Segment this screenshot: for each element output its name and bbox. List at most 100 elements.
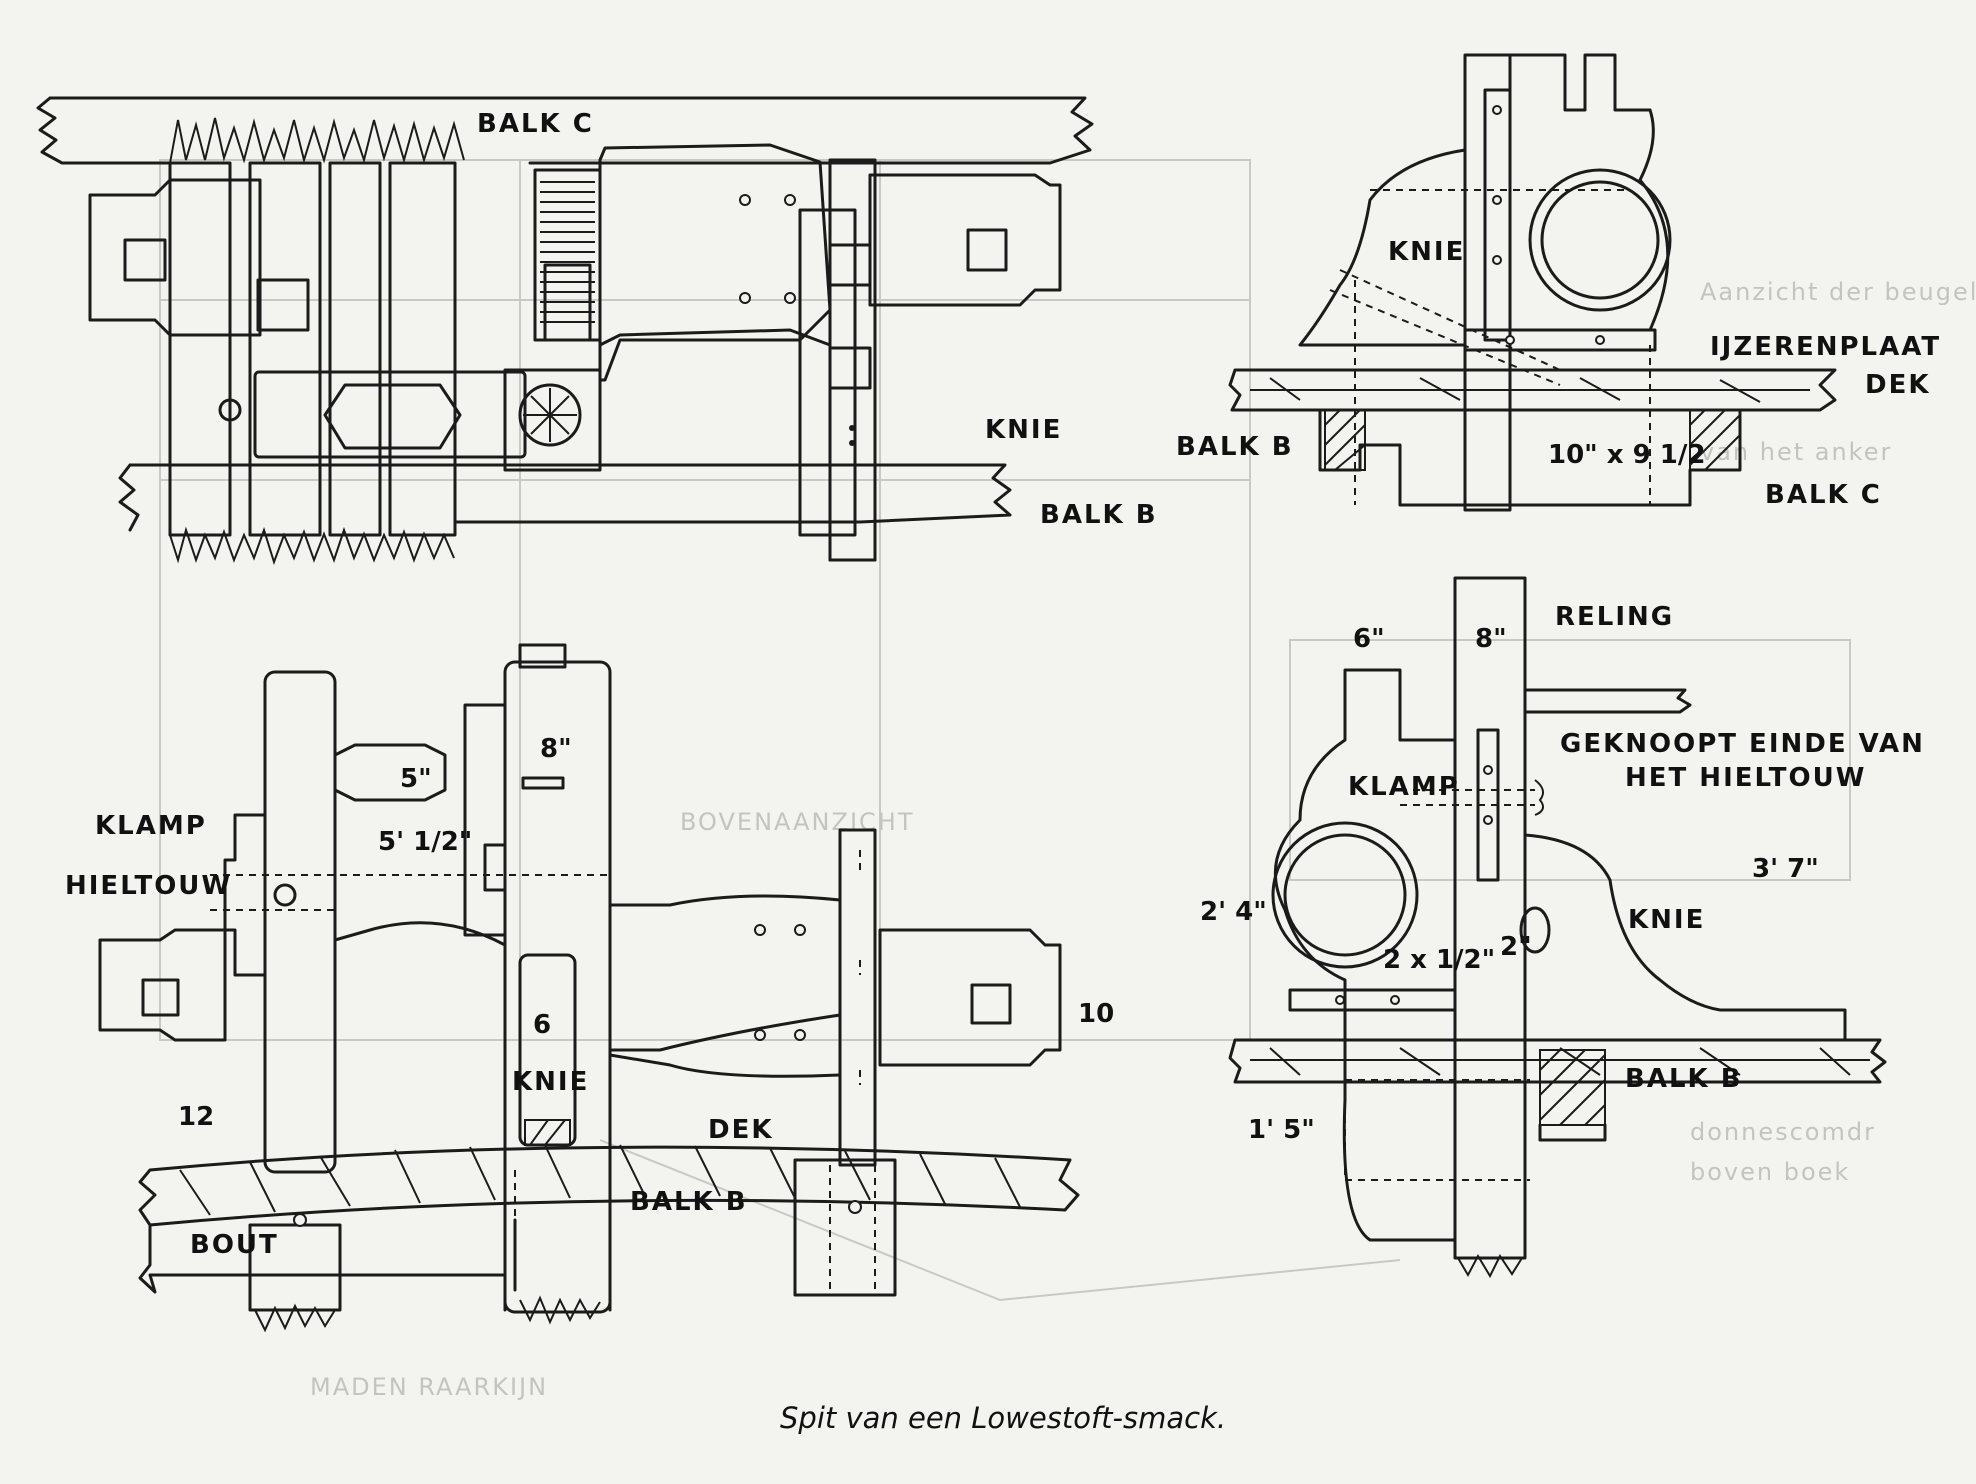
iron-plate [1288,988,1457,1012]
wheel-housing [503,368,602,472]
label-knie: KNIE [1628,905,1705,935]
svg-text:MADEN RAARKIJN: MADEN RAARKIJN [310,1373,548,1401]
hatch-knie-foot [529,1119,566,1146]
square-hole-5 [828,346,872,390]
center-post [503,660,612,1314]
iron-plate [1463,328,1657,352]
lower-sweep [608,1053,842,1078]
ring-outer [1528,168,1672,312]
label-balk-c: BALK C [477,109,594,139]
right-arm [608,894,842,1052]
knie-post [828,158,877,562]
balk-b-lower-edge [1538,1123,1607,1142]
label-balk-b: BALK B [1625,1064,1743,1094]
label-balk-c: BALK C [1765,480,1882,510]
tapered-arm [598,143,832,382]
label-reling: RELING [1555,602,1674,632]
lower-right-block [793,1158,897,1297]
label-balk-b: BALK B [1040,500,1158,530]
knie-profile [1523,833,1847,1042]
label-dek: DEK [1865,370,1931,400]
ring-outer [1271,821,1419,969]
right-barrel [878,928,1062,1067]
label-ijzerenplaat: IJZERENPLAAT [1710,332,1941,362]
ragged-bottom-edge [169,526,455,566]
left-post-profile [1273,668,1457,1242]
dim-8in: 8" [1475,624,1507,654]
dim-2x-half: 2 x 1/2" [1383,945,1495,975]
left-barrel [98,928,227,1042]
balk-b-section [1539,1049,1606,1126]
show-through-background: BOVENAANZICHT MADEN RAARKIJN Aanzicht de… [159,159,1976,1401]
ragged-bottom-2 [519,1295,601,1325]
square-hole-4 [828,243,872,287]
dim-2-4: 2' 4" [1200,897,1267,927]
post-cheek [463,703,507,937]
dim-6: 6 [533,1010,551,1040]
hex-bar-5 [333,743,447,802]
square-hole-right [970,983,1012,1025]
label-balk-b: BALK B [630,1187,748,1217]
curved-deck [138,1145,1080,1227]
svg-text:Aanzicht der beugel: Aanzicht der beugel [1700,278,1976,306]
deck-hatching [179,1144,1021,1216]
label-hieltouw: HIELTOUW [65,871,232,901]
label-bout: BOUT [190,1230,279,1260]
post-notch [1508,53,1652,112]
dim-1-5: 1' 5" [1248,1115,1315,1145]
timber-4 [388,161,457,537]
knie-bolt [1519,906,1551,954]
knie-face [798,208,857,537]
deck-grain [1250,377,1810,403]
ring-inner [1283,833,1407,957]
hatched-block-right [1689,409,1741,471]
dim-8in: 8" [540,734,572,764]
timber-1 [168,161,232,537]
bolt-head [218,398,242,422]
dark-bar [521,776,565,790]
hieltouw-knot [273,883,297,907]
hatch-left [1324,409,1366,471]
top-left-plan-view: BALK C KNIE BALK B [36,96,1158,566]
dim-5-half: 5' 1/2" [378,827,472,857]
timber-2 [248,161,322,537]
svg-text:van het anker: van het anker [1700,438,1892,466]
dim-12: 12 [178,1102,214,1132]
pawl-block [543,263,592,342]
gear-spokes [523,388,577,442]
right-barrel [868,173,1062,307]
bottom-left-plan-view: KLAMP HIELTOUW 5" 5' 1/2" 8" 6 KNIE 12 D… [65,643,1114,1333]
hatch-right [1689,409,1741,471]
deck-grain [1250,1047,1870,1076]
ragged-bottom-1 [254,1303,336,1333]
crossbar-sweep [333,838,507,987]
label-balk-b: BALK B [1176,432,1294,462]
dim-3-7: 3' 7" [1752,854,1819,884]
knotted-end [1534,779,1545,816]
curved-brace [598,328,832,347]
reling-rail [1523,688,1692,714]
ring-inner [1540,180,1660,300]
knie-lower [518,953,577,1147]
gear-wheel [518,383,582,447]
iron-strap [1483,88,1512,342]
figure-caption: Spit van een Lowestoft-smack. [780,1401,1226,1435]
vertical-post [1463,53,1512,512]
hatch-balk-b [1539,1049,1606,1126]
knie-plank [838,828,877,1167]
label-knie: KNIE [1388,237,1465,267]
balk-c-timber [36,96,1094,165]
klamp-block [223,813,267,977]
label-klamp: KLAMP [1348,772,1460,802]
lower-left-block [248,1223,342,1312]
square-hole-2 [256,278,310,332]
label-dek: DEK [708,1115,774,1145]
hex-block [323,383,462,450]
ragged-top-edge [169,117,465,164]
svg-text:boven boek: boven boek [1690,1158,1850,1186]
dim-6in: 6" [1353,624,1385,654]
dim-10: 10 [1078,999,1114,1029]
label-knie: KNIE [512,1067,589,1097]
svg-text:BOVENAANZICHT: BOVENAANZICHT [680,808,915,836]
